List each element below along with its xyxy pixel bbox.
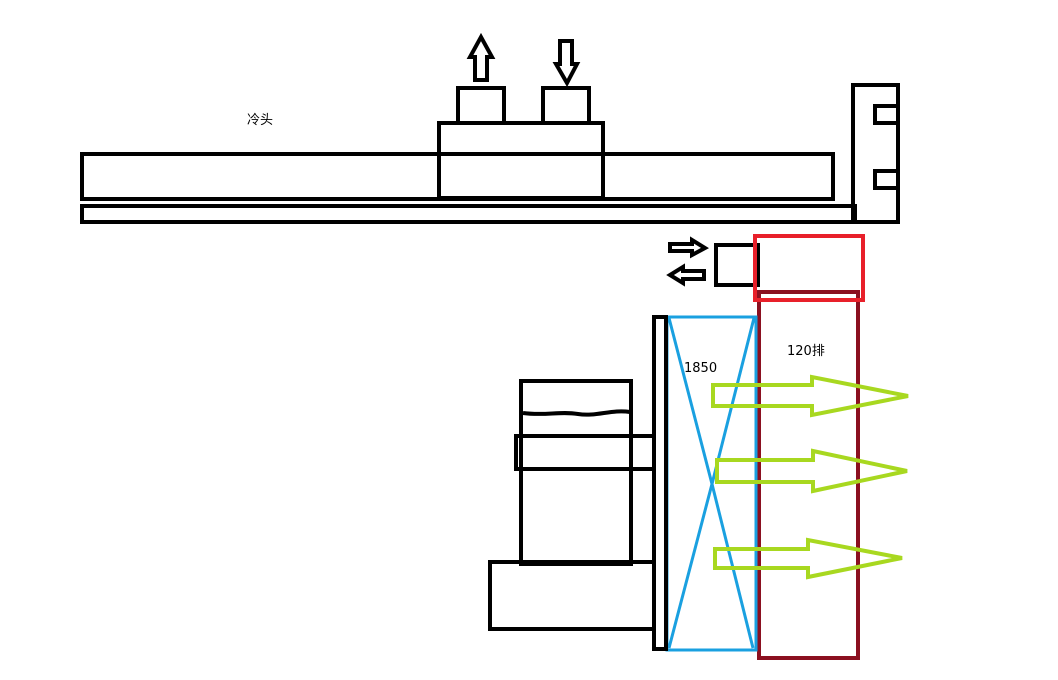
right-arrow-icon bbox=[668, 236, 710, 259]
connector-block bbox=[714, 243, 760, 287]
fan-cross-b bbox=[667, 317, 756, 649]
pump-base bbox=[488, 560, 656, 631]
bracket-slot-top bbox=[873, 104, 900, 125]
pump-collar bbox=[514, 434, 656, 471]
airflow-arrow-icon bbox=[711, 374, 909, 418]
cold-head-body bbox=[80, 152, 835, 201]
radiator-top-fitting bbox=[753, 234, 865, 302]
left-arrow-icon bbox=[666, 263, 706, 287]
airflow-arrows bbox=[711, 374, 909, 580]
connector-assembly bbox=[666, 236, 760, 287]
pump-body bbox=[519, 379, 633, 566]
down-arrow-icon bbox=[552, 39, 581, 88]
cold-head-assembly bbox=[80, 83, 900, 224]
airflow-arrow-icon bbox=[713, 537, 903, 580]
radiator-label: 120排 bbox=[787, 344, 825, 359]
cold-head-label: 冷头 bbox=[247, 113, 273, 128]
pump-reservoir-line bbox=[522, 409, 631, 417]
mounting-bracket bbox=[851, 83, 900, 224]
port-flow-arrows bbox=[466, 32, 581, 88]
radiator-frame bbox=[757, 290, 860, 660]
cold-head-block bbox=[437, 121, 605, 200]
cold-head-base-plate bbox=[80, 204, 857, 224]
bracket-slot-bottom bbox=[873, 169, 900, 190]
up-arrow-icon bbox=[466, 32, 496, 82]
outlet-port bbox=[456, 86, 506, 125]
radiator-120 bbox=[753, 234, 865, 660]
inlet-port bbox=[541, 86, 591, 125]
pump-assembly bbox=[488, 315, 668, 651]
airflow-arrow-icon bbox=[715, 448, 908, 494]
fan-speed-label: 1850 bbox=[684, 361, 717, 376]
mounting-plate bbox=[652, 315, 668, 651]
